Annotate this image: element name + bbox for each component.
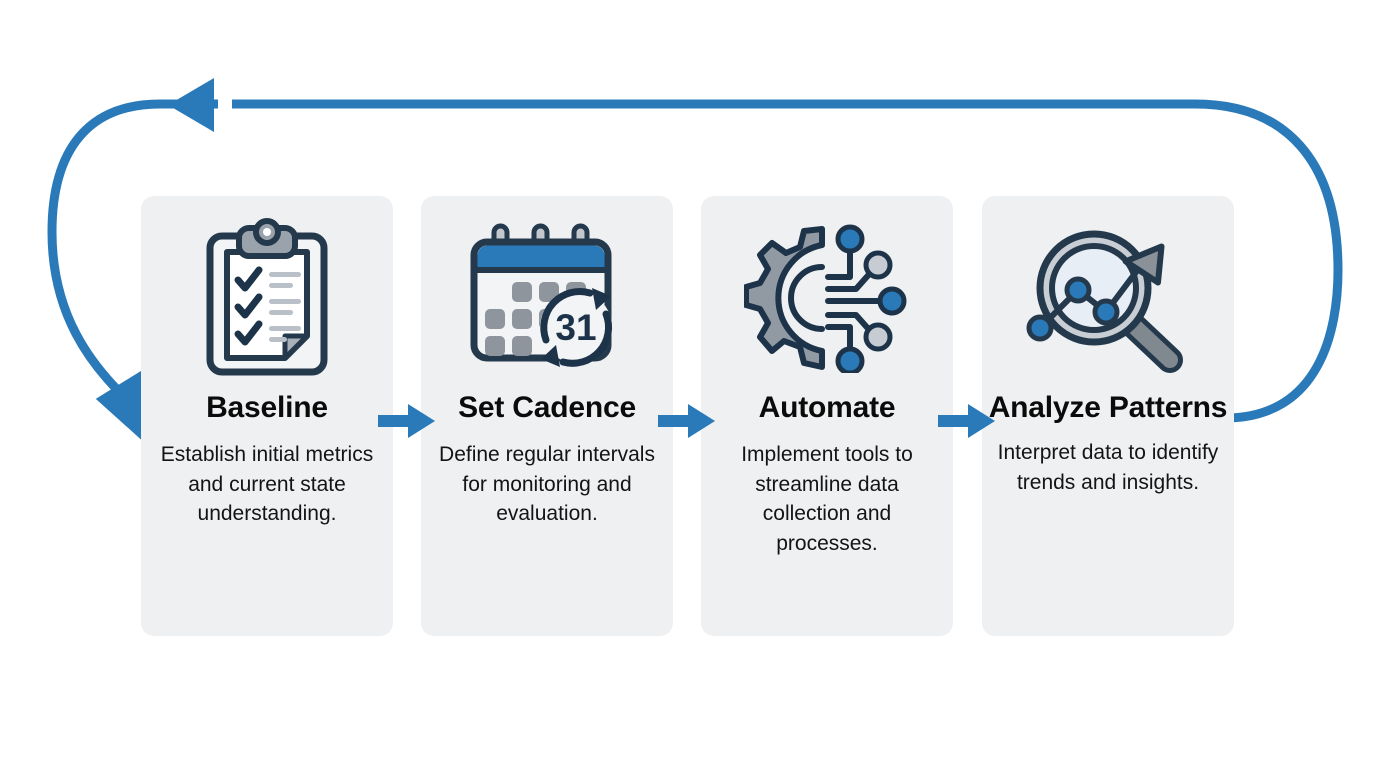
arrow-baseline-to-cadence xyxy=(378,403,436,439)
calendar-refresh-31-icon: 31 xyxy=(421,196,673,392)
gear-circuit-icon xyxy=(701,196,953,392)
right-arrow-icon xyxy=(938,404,995,438)
arrow-automate-to-analyze xyxy=(938,403,996,439)
step-description: Implement tools to streamline data colle… xyxy=(741,443,913,555)
arrow-cadence-to-automate xyxy=(658,403,716,439)
magnifier-trend-chart-icon xyxy=(982,196,1234,392)
step-title: Set Cadence xyxy=(458,391,636,424)
loop-arrowhead-left-icon xyxy=(168,78,214,132)
step-description: Establish initial metrics and current st… xyxy=(160,443,374,525)
step-title: Baseline xyxy=(206,391,328,424)
right-arrow-icon xyxy=(378,404,435,438)
step-card-set-cadence[interactable]: 31 Set Cadence Define regular intervals … xyxy=(421,196,673,636)
right-arrow-icon xyxy=(658,404,715,438)
step-card-automate[interactable]: Automate Implement tools to streamline d… xyxy=(701,196,953,636)
step-card-baseline[interactable]: Baseline Establish initial metrics and c… xyxy=(141,196,393,636)
clipboard-checklist-icon xyxy=(141,196,393,392)
step-description: Interpret data to identify trends and in… xyxy=(997,441,1219,494)
step-title: Analyze Patterns xyxy=(988,391,1228,424)
step-card-analyze-patterns[interactable]: Analyze Patterns Interpret data to ident… xyxy=(982,196,1234,636)
step-title: Automate xyxy=(758,391,896,424)
step-description: Define regular intervals for monitoring … xyxy=(439,443,655,525)
calendar-day-number: 31 xyxy=(555,307,596,348)
